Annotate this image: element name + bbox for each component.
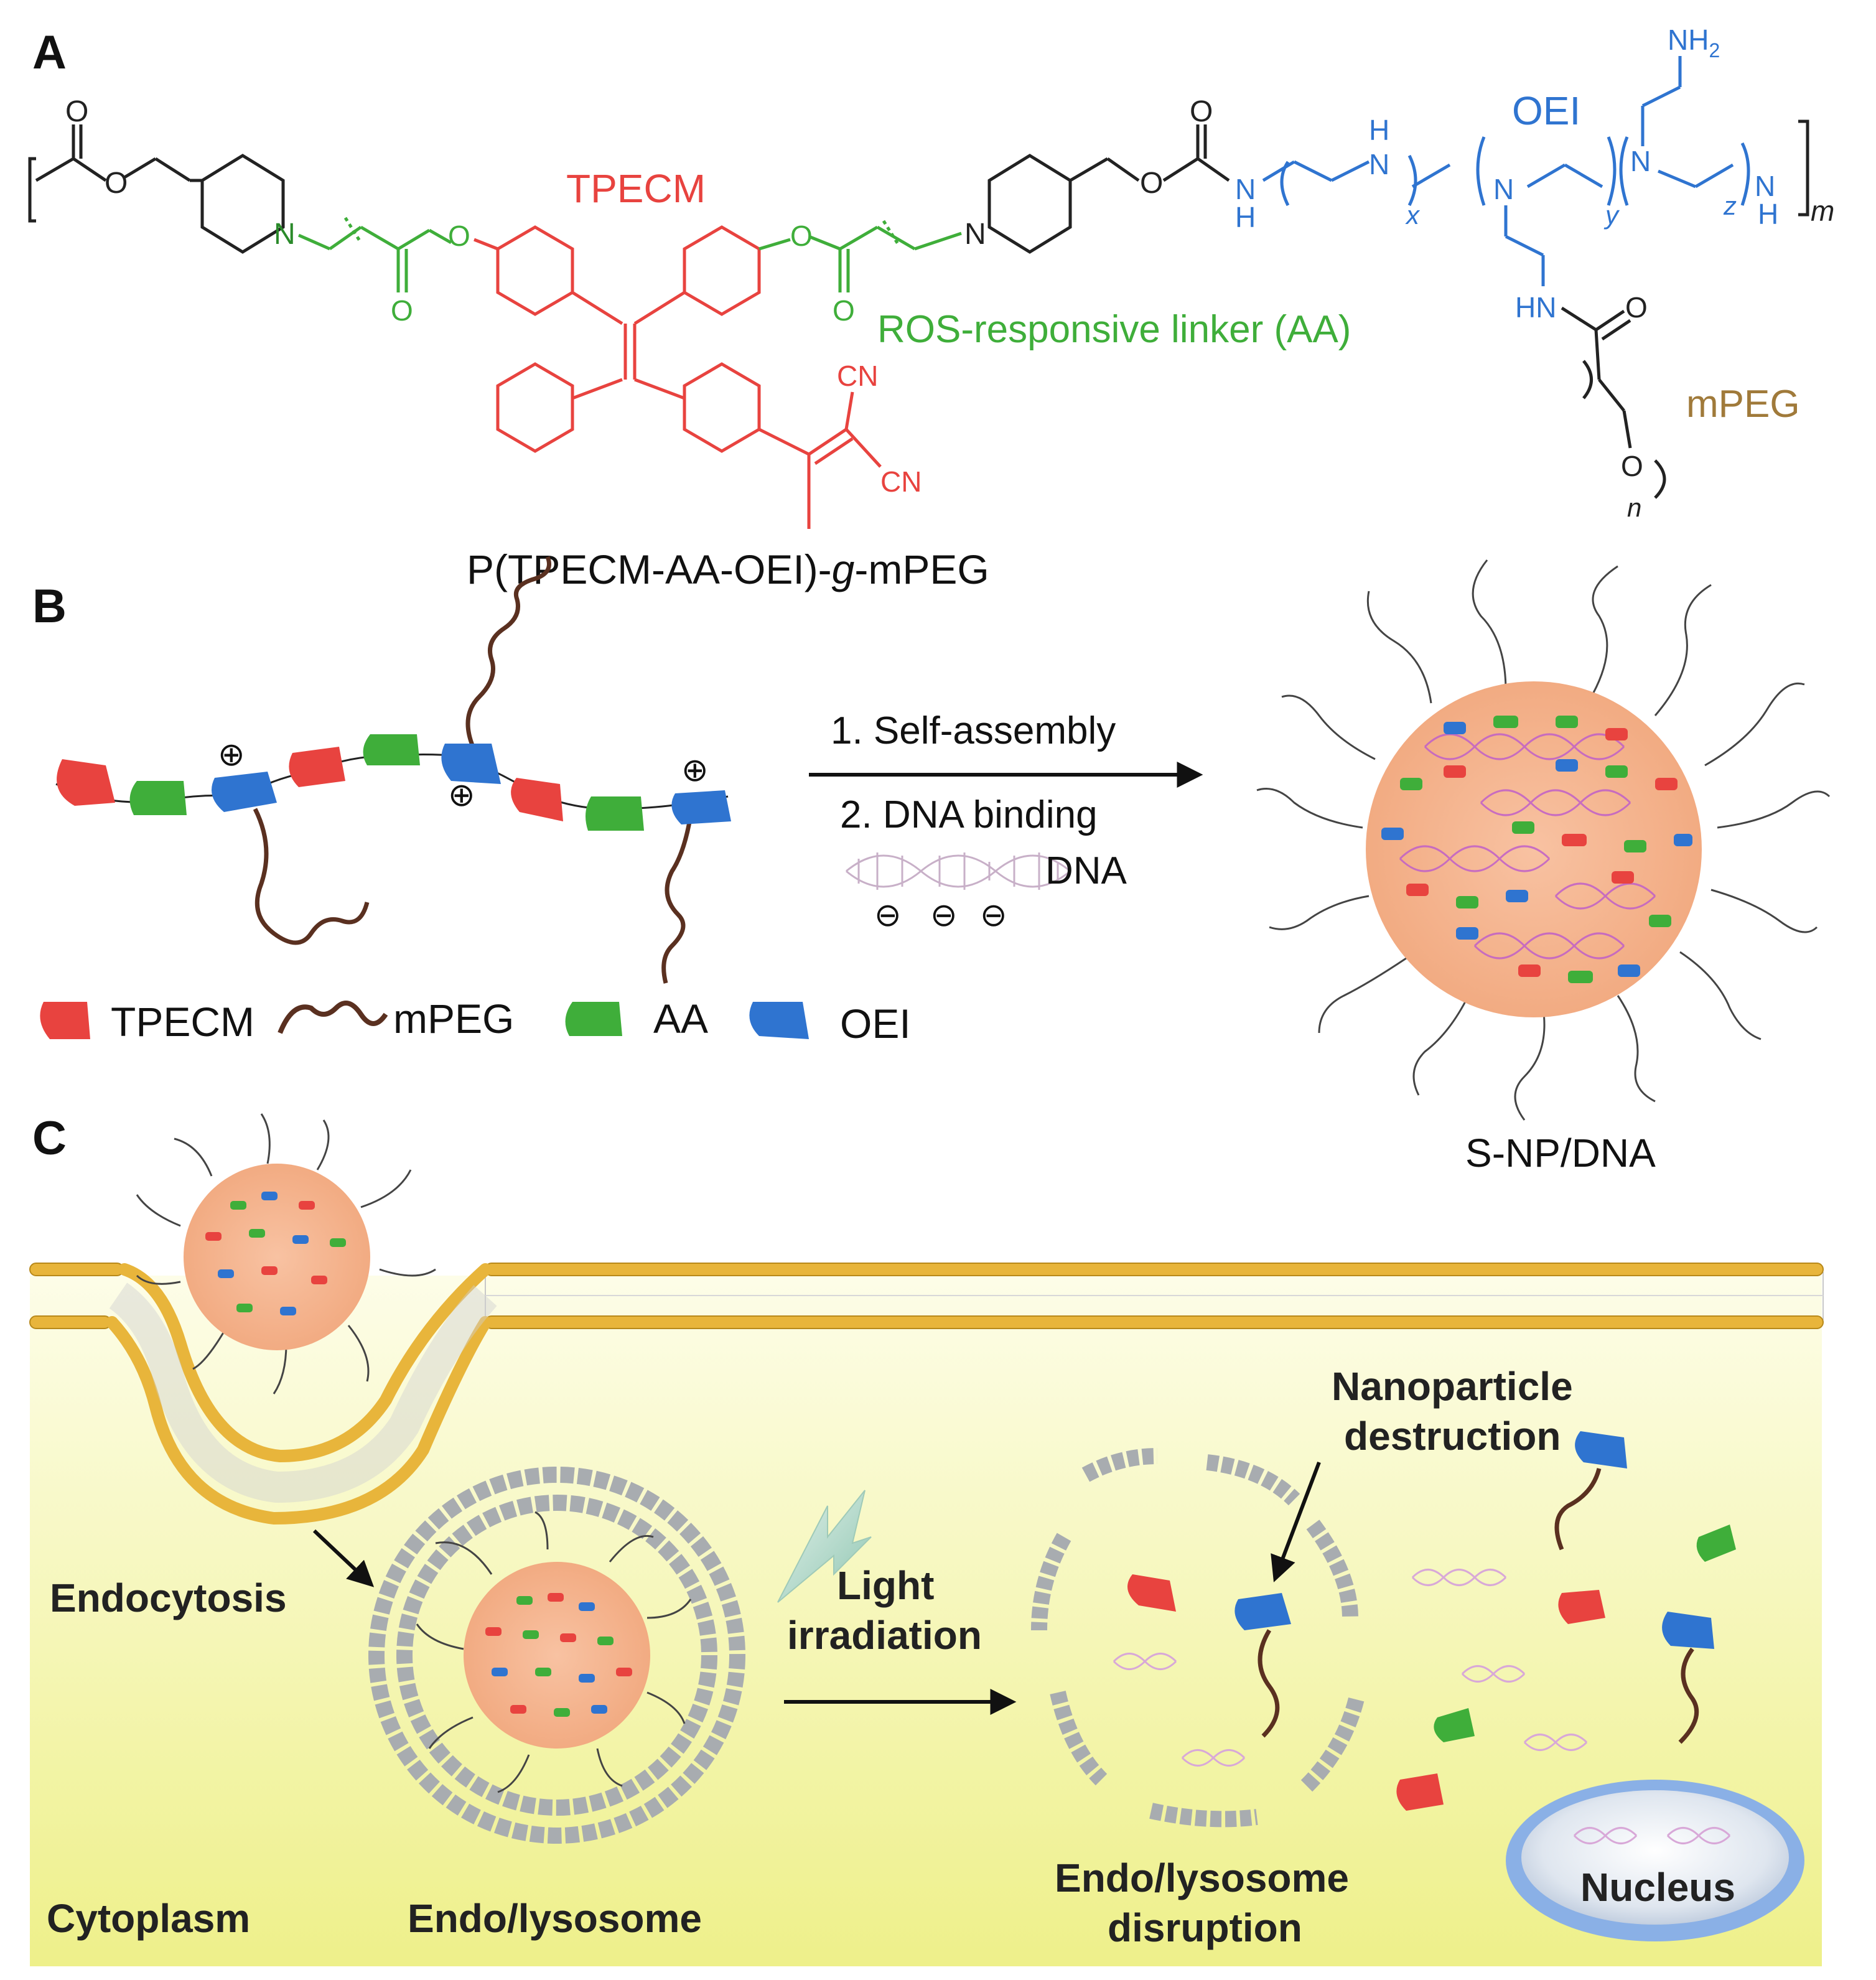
tpecm-segment-3 bbox=[511, 778, 563, 821]
aa-segment-1 bbox=[130, 781, 187, 815]
aa-segment-2 bbox=[363, 734, 420, 765]
charge-plus-2: ⊕ bbox=[448, 777, 475, 813]
legend-label-mpeg: mPEG bbox=[393, 996, 514, 1042]
charge-minus-3: ⊖ bbox=[980, 897, 1007, 933]
legend-label-aa: AA bbox=[653, 996, 708, 1042]
label-dna: DNA bbox=[1045, 849, 1127, 892]
membrane-heads-bottom bbox=[485, 1316, 1823, 1329]
sub-y: y bbox=[1603, 200, 1620, 230]
atom-n-oei-nh: N bbox=[1369, 148, 1389, 180]
panel-a-label: A bbox=[32, 26, 67, 79]
nucleus bbox=[1506, 1780, 1804, 1941]
oei-segment-1 bbox=[212, 772, 277, 812]
atom-n-piperidine-right: N bbox=[964, 218, 986, 251]
legend: TPECM mPEG AA OEI bbox=[40, 996, 910, 1047]
atom-o-amide: O bbox=[1625, 291, 1648, 324]
atom-h-oei-end: H bbox=[1758, 198, 1778, 230]
atom-nh2: NH2 bbox=[1668, 24, 1720, 62]
atom-o-peg: O bbox=[1621, 450, 1643, 482]
vesicle-np-core bbox=[464, 1562, 650, 1749]
repeat-bracket-left bbox=[30, 159, 36, 221]
panel-c-label: C bbox=[32, 1112, 67, 1165]
label-endocytosis: Endocytosis bbox=[50, 1576, 287, 1620]
label-cytoplasm: Cytoplasm bbox=[47, 1896, 250, 1941]
peg-tail-3 bbox=[664, 815, 691, 983]
atom-cn-top: CN bbox=[837, 360, 878, 392]
entering-np-core bbox=[184, 1164, 370, 1350]
panel-b: B ⊕ ⊕ ⊕ 1. Self-assembly 2. DNA binding … bbox=[32, 557, 1829, 1175]
atom-o-linker-right-ester: O bbox=[790, 220, 813, 252]
label-destruction: destruction bbox=[1344, 1414, 1561, 1459]
aa-segment-3 bbox=[586, 796, 644, 831]
atom-o-linker-left-carbonyl: O bbox=[391, 294, 413, 327]
tpecm-segment-1 bbox=[57, 759, 115, 806]
label-light: Light bbox=[837, 1563, 934, 1608]
peg-side-chain bbox=[1562, 308, 1664, 498]
oei-backbone bbox=[1263, 56, 1748, 286]
fragment-oei-1 bbox=[1234, 1593, 1291, 1630]
snp-dna-nanoparticle bbox=[1257, 560, 1829, 1120]
charge-minus-1: ⊖ bbox=[874, 897, 902, 933]
sub-m: m bbox=[1811, 195, 1834, 227]
step-self-assembly: 1. Self-assembly bbox=[831, 709, 1116, 752]
panel-c: C bbox=[30, 1112, 1823, 1966]
tpecm-core bbox=[474, 227, 880, 529]
legend-swatch-oei bbox=[749, 1002, 809, 1039]
atom-cn-bottom: CN bbox=[880, 465, 922, 498]
legend-label-tpecm: TPECM bbox=[111, 999, 254, 1045]
atom-o-ether: O bbox=[105, 167, 128, 200]
label-tpecm: TPECM bbox=[566, 166, 706, 211]
repeat-bracket-right bbox=[1798, 121, 1808, 215]
atom-h-oei-nh: H bbox=[1369, 114, 1389, 146]
charge-plus-3: ⊕ bbox=[681, 752, 709, 788]
charge-minus-2: ⊖ bbox=[930, 897, 958, 933]
label-nucleus: Nucleus bbox=[1580, 1865, 1735, 1910]
label-endolysosome-2: Endo/lysosome bbox=[1055, 1856, 1349, 1900]
label-mpeg: mPEG bbox=[1686, 383, 1800, 426]
panel-a: A O O N O O bbox=[30, 24, 1834, 592]
aa-linker-right bbox=[759, 221, 961, 292]
tpecm-segment-2 bbox=[289, 747, 345, 787]
step-dna-binding: 2. DNA binding bbox=[840, 793, 1098, 836]
sub-x: x bbox=[1405, 200, 1421, 230]
fragment-oei-3 bbox=[1662, 1612, 1714, 1649]
label-endolysosome: Endo/lysosome bbox=[408, 1896, 702, 1941]
label-disruption: disruption bbox=[1108, 1905, 1302, 1950]
polymer-name: P(TPECM-AA-OEI)-g-mPEG bbox=[467, 546, 989, 592]
atom-o-linker-left-ester: O bbox=[448, 220, 470, 252]
sub-z: z bbox=[1723, 191, 1737, 220]
label-irradiation: irradiation bbox=[787, 1613, 982, 1658]
oei-segment-3 bbox=[671, 790, 731, 824]
sub-n-peg: n bbox=[1627, 493, 1641, 522]
atom-n-piperidine-left: N bbox=[274, 218, 296, 251]
piperidine-ring-left bbox=[202, 156, 283, 252]
piperidine-ring-right bbox=[989, 156, 1070, 252]
panel-b-label: B bbox=[32, 580, 67, 633]
atom-o-top: O bbox=[65, 95, 88, 128]
legend-label-oei: OEI bbox=[840, 1001, 911, 1047]
label-snp-dna: S-NP/DNA bbox=[1465, 1131, 1656, 1175]
label-ros-linker: ROS-responsive linker (AA) bbox=[877, 308, 1351, 351]
fragment-tpecm-2 bbox=[1558, 1590, 1605, 1624]
atom-o-urethane-ether: O bbox=[1140, 167, 1163, 200]
atom-o-linker-right-carbonyl: O bbox=[833, 294, 855, 327]
peg-tail-1 bbox=[255, 809, 367, 943]
label-oei: OEI bbox=[1512, 88, 1580, 133]
legend-swatch-aa bbox=[566, 1002, 622, 1036]
atom-hn-amide: HN bbox=[1515, 291, 1556, 324]
dna-helix-icon bbox=[846, 852, 1070, 890]
atom-h-oei-left: H bbox=[1235, 201, 1256, 233]
atom-n-oei-branch: N bbox=[1493, 173, 1514, 205]
membrane-heads-top bbox=[485, 1263, 1823, 1276]
label-nanoparticle: Nanoparticle bbox=[1332, 1364, 1573, 1409]
atom-n-oei-right: N bbox=[1630, 145, 1651, 177]
charge-plus-1: ⊕ bbox=[218, 737, 245, 773]
aa-linker-left bbox=[299, 218, 451, 292]
atom-o-urethane-carbonyl: O bbox=[1190, 95, 1213, 128]
legend-swatch-tpecm bbox=[40, 1002, 90, 1039]
legend-swatch-mpeg bbox=[280, 1003, 386, 1033]
